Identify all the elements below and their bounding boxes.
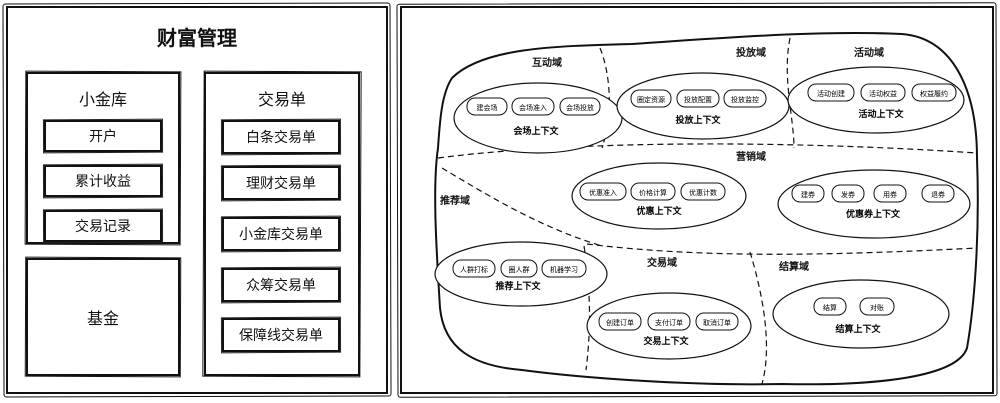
context-title: 推荐上下文: [495, 280, 541, 292]
context-item: 权益履约: [920, 89, 948, 98]
region-label-hudong: 互动域: [532, 56, 562, 69]
wealth-management-panel: 财富管理 小金库 开户 累计收益 交易记录 基金 交易单 白条交易单 理财交易单…: [6, 6, 388, 394]
context-item: 价格计算: [639, 188, 667, 197]
context-item: 用券: [883, 190, 897, 199]
divider-recommend-diagonal: [441, 167, 603, 247]
order-item-vault: 小金库交易单: [222, 217, 340, 251]
vault-item-open-account: 开户: [44, 120, 162, 152]
context-item: 会场投放: [566, 103, 594, 112]
context-item: 支付订单: [655, 318, 683, 327]
fund-title: 基金: [86, 309, 119, 328]
vault-title: 小金库: [78, 90, 127, 109]
domain-blob-outline: [434, 31, 979, 386]
context-jiesuan: 结算 对账 结算上下文: [772, 279, 950, 349]
domain-map-panel: 互动域 投放域 活动域 营销域 推荐域 交易域 结算域 建会场 会场准入 会场投…: [400, 6, 994, 394]
vault-item-label: 开户: [89, 129, 117, 145]
context-title: 投放上下文: [675, 114, 721, 126]
orders-title: 交易单: [257, 90, 306, 109]
order-item-label: 小金库交易单: [239, 227, 323, 243]
context-item: 退券: [931, 190, 945, 199]
region-label-yingxiao: 营销域: [736, 150, 766, 163]
context-item: 投放配置: [684, 95, 712, 104]
context-title: 结算上下文: [835, 323, 881, 335]
vault-item-transaction-records: 交易记录: [44, 210, 162, 242]
context-jiaoyi: 创建订单 支付订单 取消订单 交易上下文: [586, 292, 752, 360]
context-title: 优惠上下文: [636, 205, 682, 217]
context-item: 创建订单: [606, 318, 634, 327]
order-item-label: 保障线交易单: [239, 328, 323, 344]
order-item-wealth: 理财交易单: [222, 166, 340, 200]
context-item: 人群打标: [460, 265, 488, 274]
context-title: 会场上下文: [513, 125, 559, 137]
divider-middle-bottom: [586, 243, 978, 255]
vault-item-cumulative-earnings: 累计收益: [44, 165, 162, 197]
region-label-huodong: 活动域: [854, 46, 884, 59]
context-item: 建券: [801, 190, 815, 199]
vault-box: 小金库 开户 累计收益 交易记录: [26, 72, 180, 244]
divider-toufang-huodong: [786, 37, 795, 149]
orders-box: 交易单 白条交易单 理财交易单 小金库交易单 众筹交易单 保障线交易单: [204, 72, 360, 376]
order-item-label: 白条交易单: [246, 130, 316, 146]
domain-dividers: [437, 37, 978, 385]
domain-map-diagram: 互动域 投放域 活动域 营销域 推荐域 交易域 结算域 建会场 会场准入 会场投…: [434, 31, 979, 386]
wealth-management-title: 财富管理: [157, 26, 237, 50]
context-item: 机器学习: [550, 265, 578, 274]
context-youhui: 优惠准入 价格计算 优惠计数 优惠上下文: [571, 162, 747, 230]
vault-item-label: 交易记录: [75, 219, 131, 235]
context-item: 圈人群: [509, 265, 530, 274]
context-item: 优惠计数: [689, 188, 717, 197]
fund-box: 基金: [26, 258, 180, 376]
order-item-crowdfunding: 众筹交易单: [222, 268, 340, 302]
order-item-label: 众筹交易单: [246, 278, 316, 294]
context-title: 活动上下文: [858, 108, 904, 120]
context-item: 活动权益: [869, 89, 897, 98]
context-item: 取消订单: [703, 318, 731, 327]
order-item-label: 理财交易单: [246, 176, 316, 192]
context-item: 发券: [841, 190, 855, 199]
context-tuijian: 人群打标 圈人群 机器学习 推荐上下文: [434, 241, 608, 307]
context-item: 对账: [870, 303, 884, 312]
divider-recommend-trade: [583, 245, 591, 371]
region-label-jiesuan: 结算域: [779, 260, 809, 273]
context-youhuiquan: 建券 发券 用券 退券 优惠券上下文: [777, 169, 971, 239]
divider-trade-settle: [749, 251, 768, 385]
context-item: 活动创建: [817, 89, 845, 98]
region-label-toufang: 投放域: [736, 46, 766, 59]
order-item-baitiao: 白条交易单: [222, 120, 340, 154]
region-label-jiaoyi: 交易域: [647, 256, 677, 269]
context-item: 会场准入: [519, 103, 547, 112]
divider-top-middle: [437, 143, 978, 159]
region-label-tuijian: 推荐域: [440, 194, 470, 207]
context-item: 建会场: [477, 103, 498, 112]
context-item: 结算: [823, 303, 837, 312]
context-item: 圈定资源: [637, 95, 665, 104]
context-huodong: 活动创建 活动权益 权益履约 活动上下文: [787, 66, 965, 134]
context-title: 交易上下文: [643, 335, 689, 347]
order-item-insurance: 保障线交易单: [222, 318, 340, 352]
vault-item-label: 累计收益: [75, 174, 131, 190]
context-toufang: 圈定资源 投放配置 投放监控 投放上下文: [616, 72, 790, 140]
context-item: 投放监控: [731, 95, 759, 104]
context-title: 优惠券上下文: [846, 208, 901, 220]
context-huichang: 建会场 会场准入 会场投放 会场上下文: [453, 82, 623, 154]
context-item: 优惠准入: [589, 188, 617, 197]
